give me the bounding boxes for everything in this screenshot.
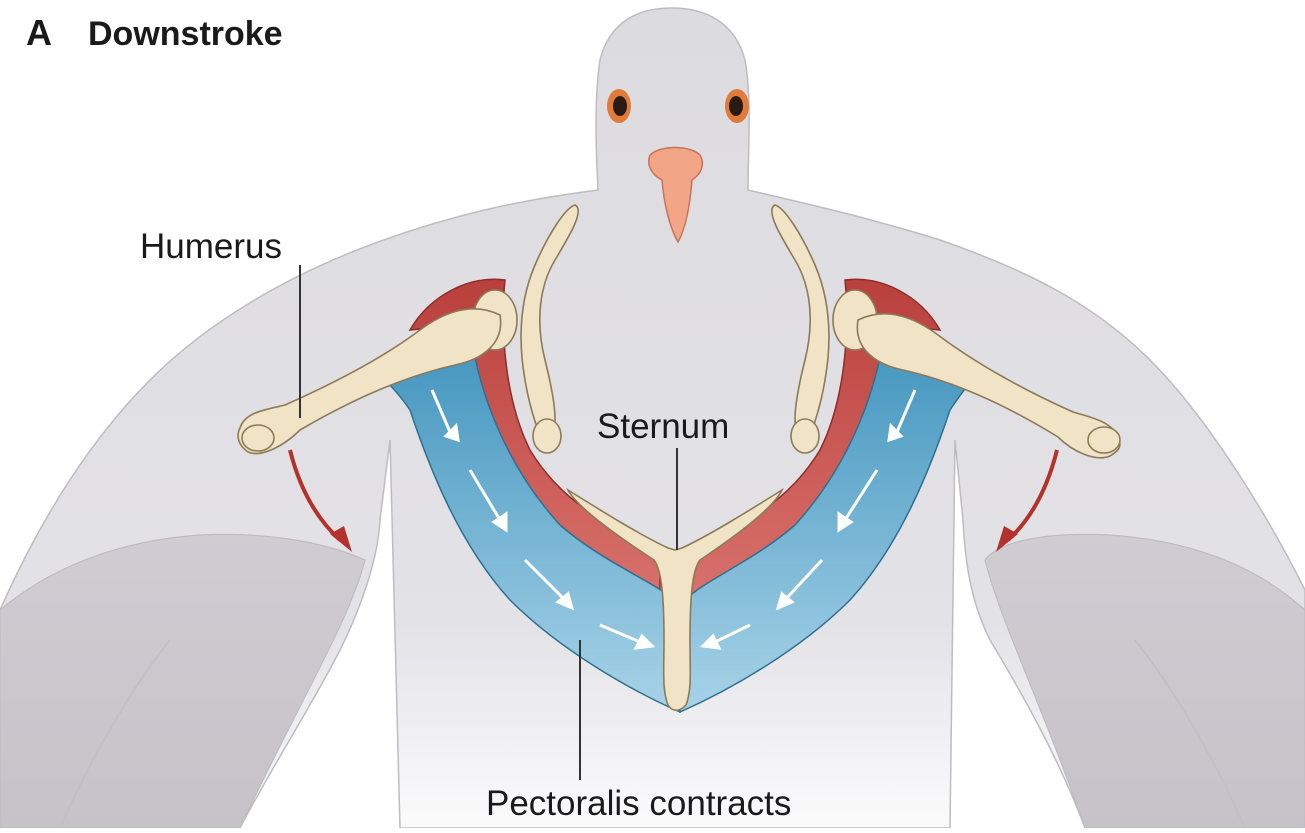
pectoralis-label: Pectoralis contracts — [486, 784, 791, 823]
sternum-label: Sternum — [597, 407, 729, 446]
left-eye — [607, 89, 631, 123]
humerus-label: Humerus — [140, 227, 282, 266]
panel-letter: A — [26, 12, 52, 53]
right-eye — [725, 89, 749, 123]
panel-title: Downstroke — [88, 15, 283, 53]
